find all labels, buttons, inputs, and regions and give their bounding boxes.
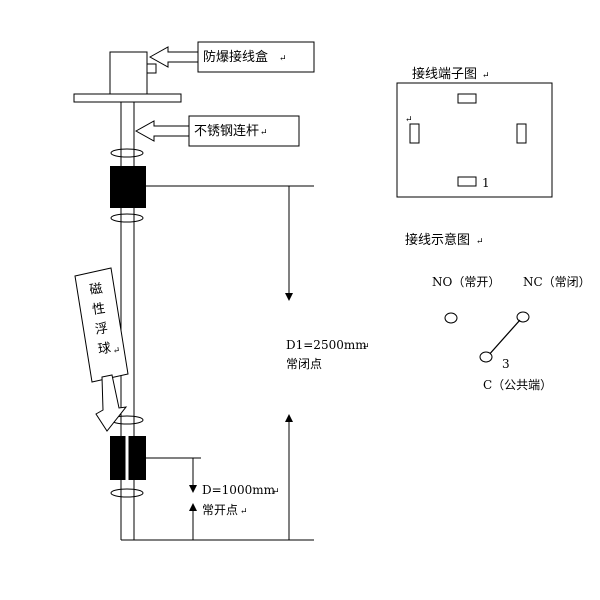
common-label: C（公共端） — [483, 378, 552, 392]
junction-box-callout: 防爆接线盒 ↵ — [148, 41, 315, 73]
no-label: NO（常开） — [432, 275, 500, 289]
d-value-label: D=1000mm — [202, 483, 276, 497]
d1-dimension: D1=2500mm ↵ 常闭点 — [121, 185, 370, 541]
terminal-top — [457, 93, 477, 104]
terminal-diagram-title: 接线端子图 — [412, 66, 477, 82]
d-point-label: 常开点 — [202, 503, 238, 517]
connecting-rod-label: 不锈钢连杆 — [194, 123, 259, 139]
common-number-label: 3 — [502, 357, 510, 371]
svg-text:↵: ↵ — [476, 237, 484, 247]
lower-float — [110, 436, 146, 480]
wiring-diagram-title: 接线示意图 — [405, 232, 470, 248]
junction-box — [109, 51, 157, 95]
common-terminal — [479, 351, 493, 363]
nc-terminal — [516, 311, 530, 323]
svg-text:↵: ↵ — [272, 487, 280, 497]
switch-contact — [486, 319, 521, 358]
junction-box-label: 防爆接线盒 — [203, 49, 268, 65]
svg-text:↵: ↵ — [112, 346, 121, 357]
d1-value-label: D1=2500mm — [286, 338, 367, 352]
float-label-char-2: 性 — [91, 301, 106, 318]
terminal-diagram: 接线端子图 ↵ ↵ 1 — [396, 66, 553, 198]
terminal-block-outline — [396, 82, 553, 198]
wiring-diagram: 接线示意图 ↵ NO（常开） NC（常闭） 3 C（公共端） — [405, 232, 591, 392]
flange — [73, 93, 182, 103]
no-terminal — [444, 312, 458, 324]
svg-text:↵: ↵ — [362, 342, 370, 352]
svg-text:↵: ↵ — [279, 54, 287, 64]
svg-text:↵: ↵ — [482, 71, 490, 81]
rod-rings — [110, 148, 144, 498]
upper-float — [110, 166, 146, 208]
svg-text:↵: ↵ — [260, 128, 268, 138]
d1-point-label: 常闭点 — [286, 357, 322, 371]
terminal-left — [409, 123, 420, 144]
nc-label: NC（常闭） — [523, 275, 591, 289]
terminal-right — [516, 123, 527, 144]
terminal-bottom — [457, 176, 477, 187]
d-dimension: D=1000mm ↵ 常开点 ↵ — [146, 457, 280, 540]
float-label-char-3: 浮 — [94, 321, 109, 338]
float-label-char-1: 磁 — [89, 282, 104, 299]
svg-text:↵: ↵ — [405, 115, 413, 125]
terminal-pin-label: 1 — [482, 176, 490, 190]
svg-text:↵: ↵ — [240, 507, 248, 517]
float-label-char-4: 球 — [97, 341, 112, 358]
connecting-rod-callout: 不锈钢连杆 ↵ — [134, 115, 300, 147]
float-callout: 磁 性 浮 球 ↵ — [74, 267, 129, 432]
